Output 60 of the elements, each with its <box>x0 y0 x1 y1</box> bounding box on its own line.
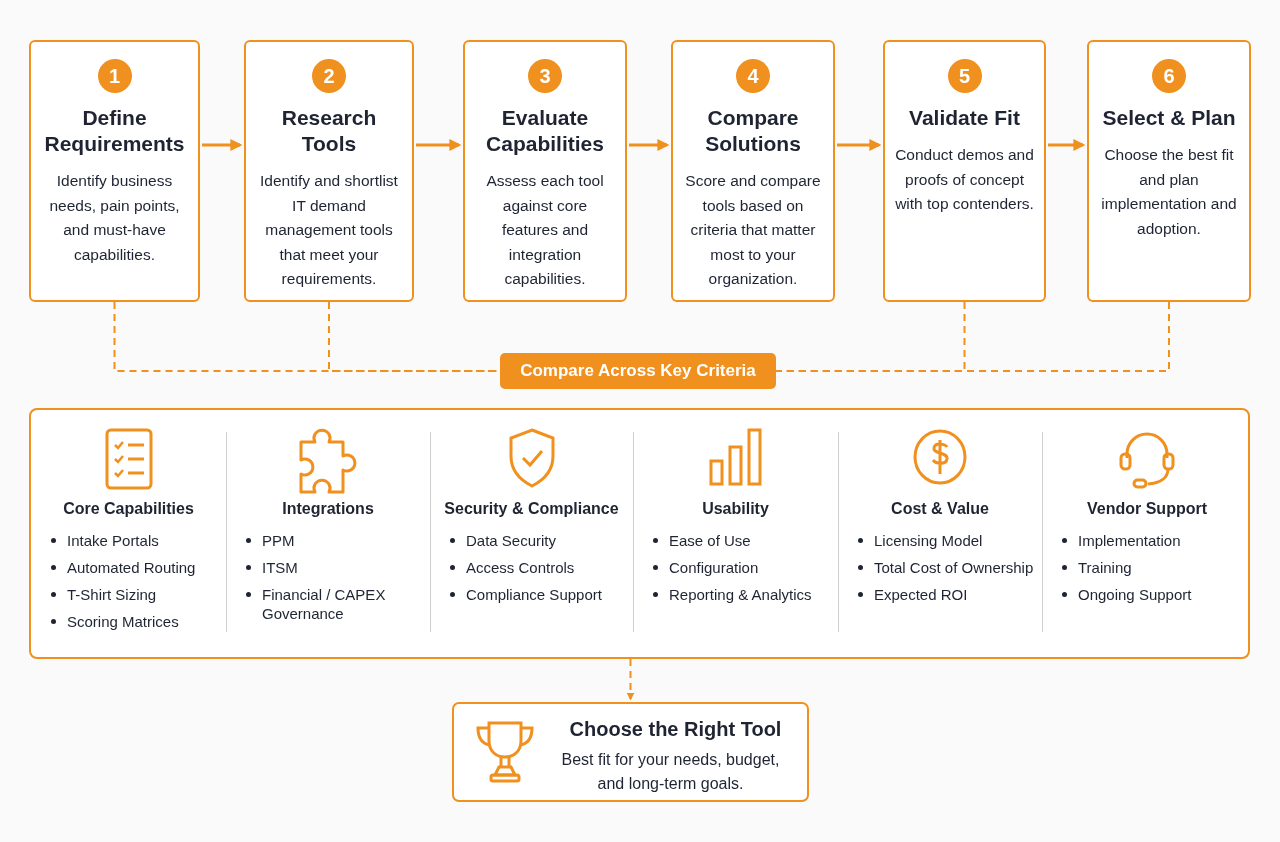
result-card <box>452 702 809 802</box>
step-number-badge: 3 <box>528 59 562 93</box>
step-title: Evaluate Capabilities <box>485 105 605 157</box>
step-card <box>1087 40 1251 302</box>
criteria-item: Training <box>1062 558 1244 577</box>
step-title: Define Requirements <box>43 105 186 157</box>
criteria-item: Implementation <box>1062 531 1244 550</box>
step-title: Compare Solutions <box>704 105 802 157</box>
step-number-badge: 6 <box>1152 59 1186 93</box>
step-card <box>29 40 200 302</box>
step-number-badge: 2 <box>312 59 346 93</box>
criteria-item: Expected ROI <box>858 585 1034 604</box>
arrow <box>1048 139 1086 151</box>
criteria-heading: Core Capabilities <box>62 500 195 518</box>
step-card <box>883 40 1046 302</box>
criteria-item: Ease of Use <box>653 531 830 550</box>
step-title: Validate Fit <box>908 105 1021 131</box>
arrow <box>202 139 243 151</box>
criteria-item: Data Security <box>450 531 625 550</box>
criteria-item: Configuration <box>653 558 830 577</box>
criteria-heading: Integrations <box>281 500 375 518</box>
criteria-item: Reporting & Analytics <box>653 585 830 604</box>
step-description: Identify and shortlist IT demand management tools that meet your requirements. <box>259 171 399 289</box>
step-card <box>671 40 835 302</box>
criteria-item: Licensing Model <box>858 531 1034 550</box>
criteria-heading: Vendor Support <box>1086 500 1208 518</box>
step-number-badge: 1 <box>97 59 132 93</box>
step-card <box>463 40 627 302</box>
criteria-item: Ongoing Support <box>1062 585 1244 604</box>
criteria-item: PPM <box>246 531 422 550</box>
arrow <box>837 139 882 151</box>
arrow <box>629 139 670 151</box>
step-description: Choose the best fit and plan implementation and adoption. <box>1100 145 1238 239</box>
step-number-badge: 4 <box>736 59 770 93</box>
arrow <box>626 658 635 701</box>
criteria-panel <box>29 408 1250 659</box>
result-description: Best fit for your needs, budget, and long-term goals. <box>560 750 781 794</box>
criteria-banner: Compare Across Key Criteria <box>500 353 776 389</box>
step-description: Score and compare tools based on criteria that matter most to your organization. <box>684 171 822 289</box>
criteria-heading: Cost & Value <box>890 500 990 518</box>
result-title: Choose the Right Tool <box>568 718 783 741</box>
criteria-item: Financial / CAPEX Governance <box>246 585 422 623</box>
criteria-item: ITSM <box>246 558 422 577</box>
criteria-item: T-Shirt Sizing <box>51 585 218 604</box>
criteria-item: Intake Portals <box>51 531 218 550</box>
step-card <box>244 40 414 302</box>
criteria-item: Access Controls <box>450 558 625 577</box>
step-description: Conduct demos and proofs of concept with top contenders. <box>895 145 1034 214</box>
step-title: Select & Plan <box>1101 105 1237 131</box>
step-description: Identify business needs, pain points, and must-have capabilities. <box>48 171 181 265</box>
criteria-item: Scoring Matrices <box>51 612 218 631</box>
step-title: Research Tools <box>280 105 378 157</box>
criteria-item: Automated Routing <box>51 558 218 577</box>
arrow <box>416 139 462 151</box>
criteria-heading: Usability <box>701 500 770 518</box>
criteria-item: Total Cost of Ownership <box>858 558 1034 577</box>
criteria-heading: Security & Compliance <box>443 500 620 518</box>
criteria-item: Compliance Support <box>450 585 625 604</box>
step-number-badge: 5 <box>947 59 982 93</box>
step-description: Assess each tool against core features and integration capabilities. <box>485 171 605 289</box>
